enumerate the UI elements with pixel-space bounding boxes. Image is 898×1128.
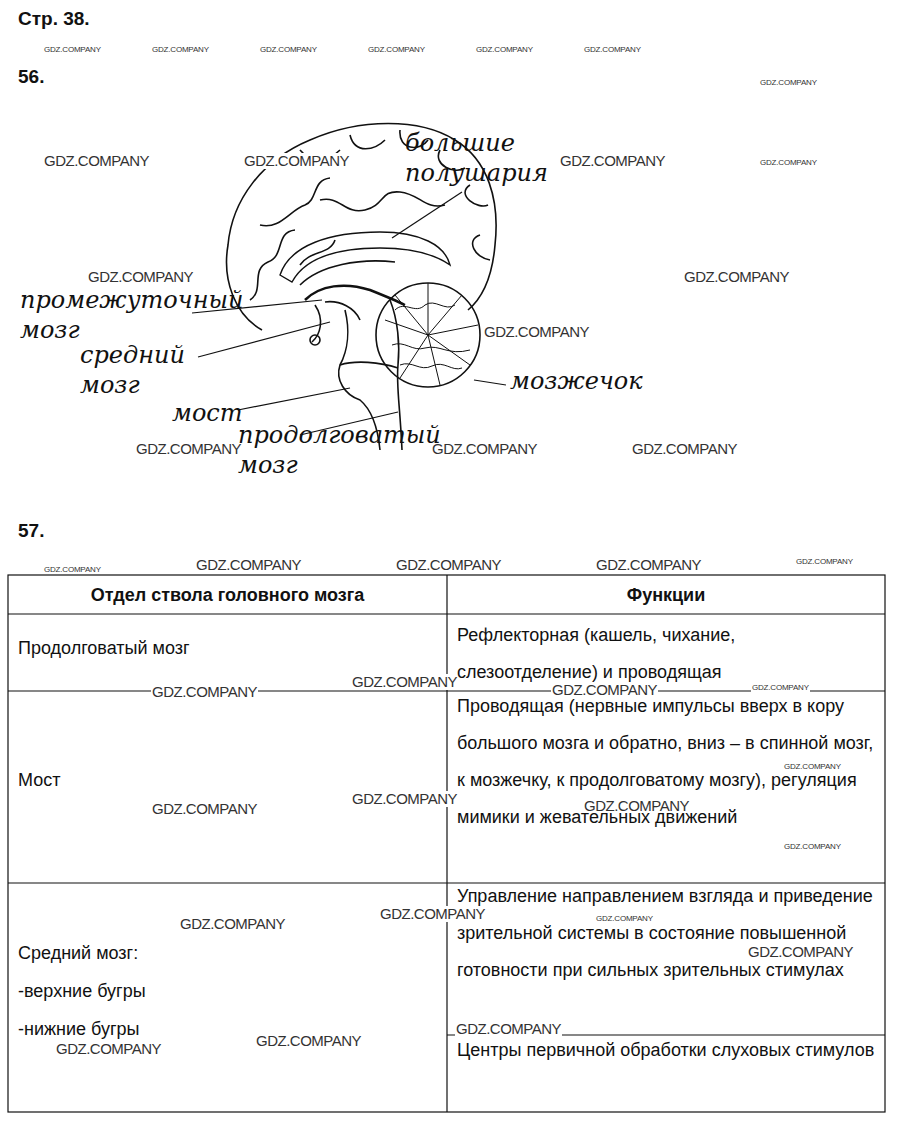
- watermark: GDZ.COMPANY: [475, 45, 534, 54]
- watermark: GDZ.COMPANY: [583, 45, 642, 54]
- watermark: GDZ.COMPANY: [683, 269, 790, 285]
- table-cell: Проводящая (нервные импульсы вверх в кор…: [457, 688, 877, 836]
- watermark: GDZ.COMPANY: [759, 78, 818, 87]
- watermark: GDZ.COMPANY: [255, 1033, 362, 1049]
- watermark: GDZ.COMPANY: [395, 557, 502, 573]
- part-name: мозжечок: [510, 366, 643, 396]
- watermark: GDZ.COMPANY: [595, 914, 654, 923]
- watermark: GDZ.COMPANY: [195, 557, 302, 573]
- watermark: GDZ.COMPANY: [243, 153, 350, 169]
- watermark: GDZ.COMPANY: [43, 565, 102, 574]
- table-cell: -верхние бугры: [18, 973, 438, 1010]
- table-header: Отдел ствола головного мозга: [8, 577, 447, 614]
- table-cell: -нижние бугры: [18, 1011, 438, 1048]
- watermark: GDZ.COMPANY: [595, 557, 702, 573]
- part-name: средний мозг: [80, 340, 205, 400]
- watermark: GDZ.COMPANY: [151, 45, 210, 54]
- watermark: GDZ.COMPANY: [751, 683, 810, 692]
- watermark: GDZ.COMPANY: [351, 791, 458, 807]
- watermark: GDZ.COMPANY: [431, 441, 538, 457]
- watermark: GDZ.COMPANY: [351, 674, 458, 690]
- part-name: большие полушария: [405, 128, 565, 188]
- watermark: GDZ.COMPANY: [559, 153, 666, 169]
- watermark: GDZ.COMPANY: [259, 45, 318, 54]
- watermark: GDZ.COMPANY: [43, 45, 102, 54]
- table-cell: Центры первичной обработки слуховых стим…: [457, 1032, 877, 1069]
- table-grid: [8, 575, 885, 1112]
- watermark: GDZ.COMPANY: [747, 944, 854, 960]
- watermark: GDZ.COMPANY: [55, 1041, 162, 1057]
- watermark: GDZ.COMPANY: [87, 269, 194, 285]
- part-name: продолговатый мозг: [238, 420, 428, 480]
- watermark: GDZ.COMPANY: [151, 801, 258, 817]
- table-cell: Рефлекторная (кашель, чихание, слезоотде…: [457, 617, 877, 691]
- watermark: GDZ.COMPANY: [631, 441, 738, 457]
- watermark: GDZ.COMPANY: [151, 684, 258, 700]
- watermark: GDZ.COMPANY: [135, 441, 242, 457]
- watermark: GDZ.COMPANY: [43, 153, 150, 169]
- part-name: мост: [172, 398, 243, 428]
- watermark: GDZ.COMPANY: [783, 842, 842, 851]
- table-cell: Управление направлением взгляда и привед…: [457, 878, 877, 989]
- watermark: GDZ.COMPANY: [179, 916, 286, 932]
- part-name: промежуточный мозг: [20, 285, 195, 345]
- watermark: GDZ.COMPANY: [759, 158, 818, 167]
- table-cell: Мост: [18, 762, 438, 799]
- watermark: GDZ.COMPANY: [455, 1021, 562, 1037]
- watermark: GDZ.COMPANY: [367, 45, 426, 54]
- task-number: 56.: [18, 66, 44, 88]
- table-cell: Продолговатый мозг: [18, 630, 438, 667]
- watermark: GDZ.COMPANY: [783, 762, 842, 771]
- task-number: 57.: [18, 520, 44, 542]
- watermark: GDZ.COMPANY: [379, 906, 486, 922]
- table-header: Функции: [447, 577, 885, 614]
- page-number: Стр. 38.: [18, 8, 90, 30]
- watermark: GDZ.COMPANY: [795, 557, 854, 566]
- watermark: GDZ.COMPANY: [551, 682, 658, 698]
- watermark: GDZ.COMPANY: [483, 324, 590, 340]
- table-cell: Средний мозг:: [18, 935, 438, 972]
